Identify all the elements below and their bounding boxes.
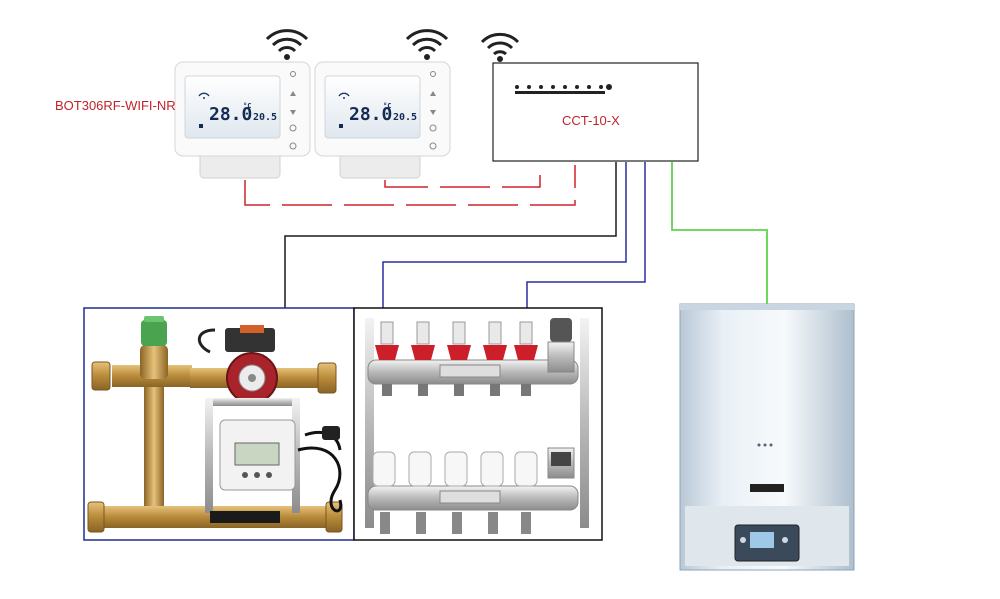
actuators bbox=[372, 451, 538, 487]
set-temperature: 20.5 bbox=[393, 112, 417, 123]
controller-model-label: CCT-10-X bbox=[562, 113, 620, 128]
up-button[interactable] bbox=[290, 91, 296, 96]
mode-button[interactable] bbox=[429, 124, 437, 132]
up-button[interactable] bbox=[430, 91, 436, 96]
wifi-icon bbox=[265, 29, 309, 60]
mode-button[interactable] bbox=[289, 124, 297, 132]
menu-button[interactable] bbox=[290, 71, 296, 77]
boiler-control-panel bbox=[734, 524, 800, 562]
wifi-icon bbox=[405, 29, 449, 60]
wifi-icon bbox=[480, 32, 520, 62]
wiring-center: CCT-10-X bbox=[492, 62, 699, 162]
thermostat-model-label: BOT306RF-WIFI-NR bbox=[55, 98, 176, 113]
thermostat-1: 28.0 °C 20.5 bbox=[174, 61, 311, 179]
brand-plate bbox=[750, 484, 784, 492]
room-temperature: 28.0 bbox=[349, 104, 392, 125]
room-temperature-unit: °C bbox=[243, 102, 251, 110]
menu-button[interactable] bbox=[430, 71, 436, 77]
mixing-pump-group bbox=[83, 307, 355, 541]
rf-links bbox=[244, 165, 576, 206]
rf-link-thermostat-2 bbox=[384, 165, 541, 188]
thermostat-2: 28.0 °C 20.5 bbox=[314, 61, 451, 179]
wifi-icon bbox=[198, 92, 210, 99]
room-temperature-unit: °C bbox=[383, 102, 391, 110]
down-button[interactable] bbox=[430, 110, 436, 115]
mixing-valve bbox=[91, 316, 192, 391]
power-button[interactable] bbox=[289, 142, 297, 150]
pump-wire bbox=[284, 162, 617, 308]
boiler-wire bbox=[671, 162, 768, 304]
room-temperature: 28.0 bbox=[209, 104, 252, 125]
led-row bbox=[515, 84, 612, 94]
wifi-icon bbox=[338, 92, 350, 99]
pump-control-box bbox=[219, 419, 296, 491]
circulation-pump bbox=[197, 325, 278, 404]
boiler bbox=[679, 303, 855, 571]
rf-link-thermostat-1 bbox=[244, 165, 576, 206]
underfloor-manifold bbox=[353, 307, 603, 541]
down-button[interactable] bbox=[290, 110, 296, 115]
flow-meters bbox=[375, 321, 538, 396]
power-button[interactable] bbox=[429, 142, 437, 150]
set-temperature: 20.5 bbox=[253, 112, 277, 123]
